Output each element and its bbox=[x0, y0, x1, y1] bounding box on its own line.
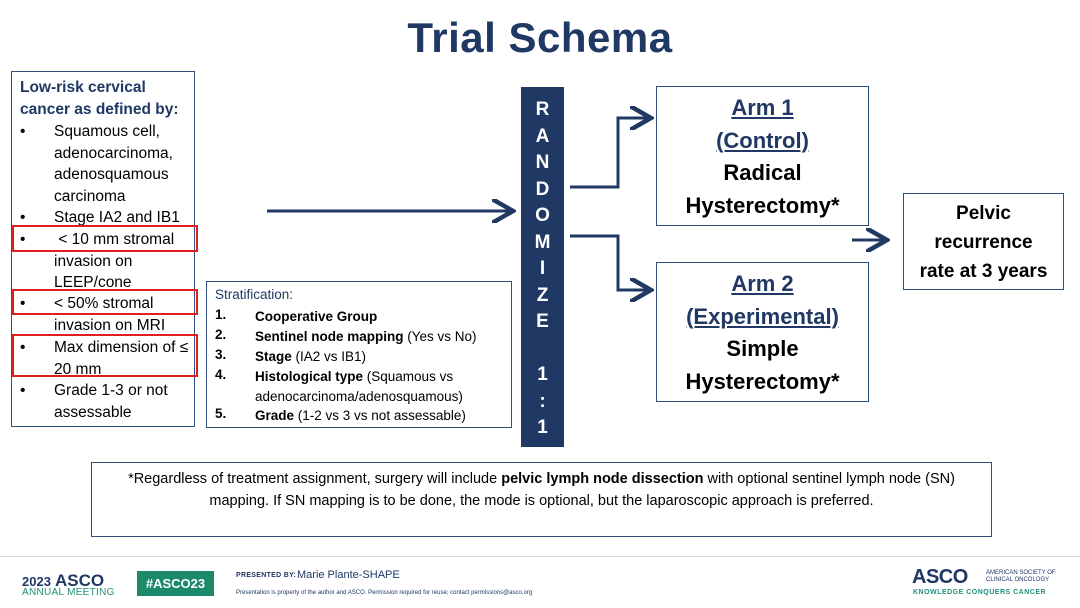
highlight-box bbox=[12, 225, 198, 252]
arm2-subtitle: (Experimental) bbox=[686, 303, 839, 329]
bullet-icon: • bbox=[20, 231, 26, 248]
annual-meeting-label: ANNUAL MEETING bbox=[22, 587, 115, 598]
randomize-letter: O bbox=[535, 205, 550, 226]
asco-tagline: KNOWLEDGE CONQUERS CANCER bbox=[913, 589, 1047, 596]
arrow-to-arm2 bbox=[570, 234, 648, 290]
asco-logo-right: ASCO bbox=[912, 566, 968, 588]
eligibility-heading: Low-risk cervical cancer as defined by: bbox=[20, 79, 179, 118]
strat-number: 4. bbox=[215, 367, 227, 382]
strat-item: Cooperative Group bbox=[255, 307, 511, 327]
outcome-line3: rate at 3 years bbox=[919, 261, 1048, 282]
strat-number: 5. bbox=[215, 406, 227, 421]
strat-item-rest: (IA2 vs IB1) bbox=[291, 349, 367, 364]
strat-item: Histological type (Squamous vs adenocarc… bbox=[255, 367, 475, 406]
strat-item-bold: Stage bbox=[255, 349, 292, 364]
asco-logo-left: ASCO bbox=[55, 571, 105, 590]
bullet-icon: • bbox=[20, 123, 26, 140]
arm2-title: Arm 2 bbox=[731, 271, 794, 296]
stratification-heading: Stratification: bbox=[215, 287, 294, 302]
highlight-box bbox=[12, 334, 198, 377]
society-name: AMERICAN SOCIETY OF CLINICAL ONCOLOGY bbox=[986, 570, 1056, 583]
strat-item-bold: Grade bbox=[255, 408, 295, 423]
outcome-box: Pelvic recurrence rate at 3 years bbox=[903, 193, 1064, 290]
footer-divider bbox=[0, 556, 1080, 557]
disclaimer-text: Presentation is property of the author a… bbox=[236, 590, 533, 596]
arm2-box: Arm 2 (Experimental) Simple Hysterectomy… bbox=[656, 262, 869, 402]
strat-item-rest: (Squamous vs adenocarcinoma/adenosquamou… bbox=[255, 369, 463, 404]
eligibility-item: Squamous cell, adenocarcinoma, adenosqua… bbox=[54, 123, 173, 206]
strat-number: 1. bbox=[215, 307, 227, 322]
strat-item-bold: Cooperative Group bbox=[255, 309, 378, 324]
asco-meeting-logo: 2023 ASCO bbox=[22, 571, 104, 591]
arrow-to-arm1 bbox=[570, 118, 648, 189]
footnote-text-1: *Regardless of treatment assignment, sur… bbox=[128, 471, 502, 487]
eligibility-item: Stage IA2 and IB1 bbox=[54, 209, 180, 226]
hashtag-badge: #ASCO23 bbox=[137, 571, 214, 596]
arm1-procedure-line2: Hysterectomy* bbox=[685, 192, 840, 218]
strat-number: 3. bbox=[215, 347, 227, 362]
strat-item-rest: (1-2 vs 3 vs not assessable) bbox=[294, 408, 466, 423]
strat-item-bold: Sentinel node mapping bbox=[255, 329, 404, 344]
randomize-letter: R bbox=[535, 99, 550, 120]
outcome-line1: Pelvic bbox=[956, 203, 1011, 224]
randomize-letter: Z bbox=[536, 284, 549, 306]
strat-item: Sentinel node mapping (Yes vs No) bbox=[255, 327, 511, 347]
strat-item-bold: Histological type bbox=[255, 369, 364, 384]
bullet-icon: • bbox=[20, 209, 26, 226]
randomize-letter: A bbox=[535, 125, 550, 147]
arm1-title: Arm 1 bbox=[731, 95, 794, 120]
presented-by-label: PRESENTED BY: bbox=[236, 572, 297, 579]
randomize-letter: 1 bbox=[537, 364, 548, 385]
arm1-box: Arm 1 (Control) Radical Hysterectomy* bbox=[656, 86, 869, 226]
bullet-icon: • bbox=[20, 382, 26, 399]
bullet-icon: • bbox=[20, 295, 26, 312]
eligibility-box: Low-risk cervical cancer as defined by: … bbox=[11, 71, 195, 427]
eligibility-item: < 50% stromal invasion on MRI bbox=[54, 295, 166, 334]
outcome-line2: recurrence bbox=[934, 232, 1033, 253]
eligibility-item: < 10 mm stromal invasion on LEEP/cone bbox=[54, 231, 179, 292]
meeting-year: 2023 bbox=[22, 574, 51, 589]
randomize-letter: D bbox=[535, 178, 550, 200]
highlight-box bbox=[12, 289, 198, 315]
footnote-bold: pelvic lymph node dissection bbox=[501, 471, 704, 487]
slide-title: Trial Schema bbox=[407, 14, 673, 61]
eligibility-item: Grade 1-3 or not assessable bbox=[54, 382, 168, 421]
arm1-procedure-line1: Radical bbox=[723, 160, 802, 185]
randomize-letter: 1 bbox=[537, 417, 548, 438]
presenter-name: Marie Plante-SHAPE bbox=[297, 569, 400, 581]
arm1-subtitle: (Control) bbox=[716, 127, 809, 153]
footnote-text-2: with optional sentinel lymph node (SN) m… bbox=[209, 471, 955, 509]
randomize-letter: E bbox=[536, 311, 549, 332]
randomize-letter: M bbox=[534, 231, 551, 253]
arm2-procedure-line2: Hysterectomy* bbox=[685, 368, 840, 394]
randomize-letter: I bbox=[539, 258, 546, 279]
randomize-letter: N bbox=[535, 152, 550, 173]
footnote-box: *Regardless of treatment assignment, sur… bbox=[91, 462, 992, 537]
strat-item: Stage (IA2 vs IB1) bbox=[255, 347, 511, 367]
strat-item-rest: (Yes vs No) bbox=[403, 329, 477, 344]
bullet-icon: • bbox=[20, 339, 26, 356]
arm2-procedure-line1: Simple bbox=[726, 336, 799, 361]
stratification-box: Stratification: 1. Cooperative Group 2. … bbox=[206, 281, 512, 428]
strat-item: Grade (1-2 vs 3 vs not assessable) bbox=[255, 406, 511, 426]
strat-number: 2. bbox=[215, 327, 227, 342]
eligibility-item: Max dimension of ≤ 20 mm bbox=[54, 339, 189, 378]
randomize-letter: : bbox=[539, 390, 546, 412]
